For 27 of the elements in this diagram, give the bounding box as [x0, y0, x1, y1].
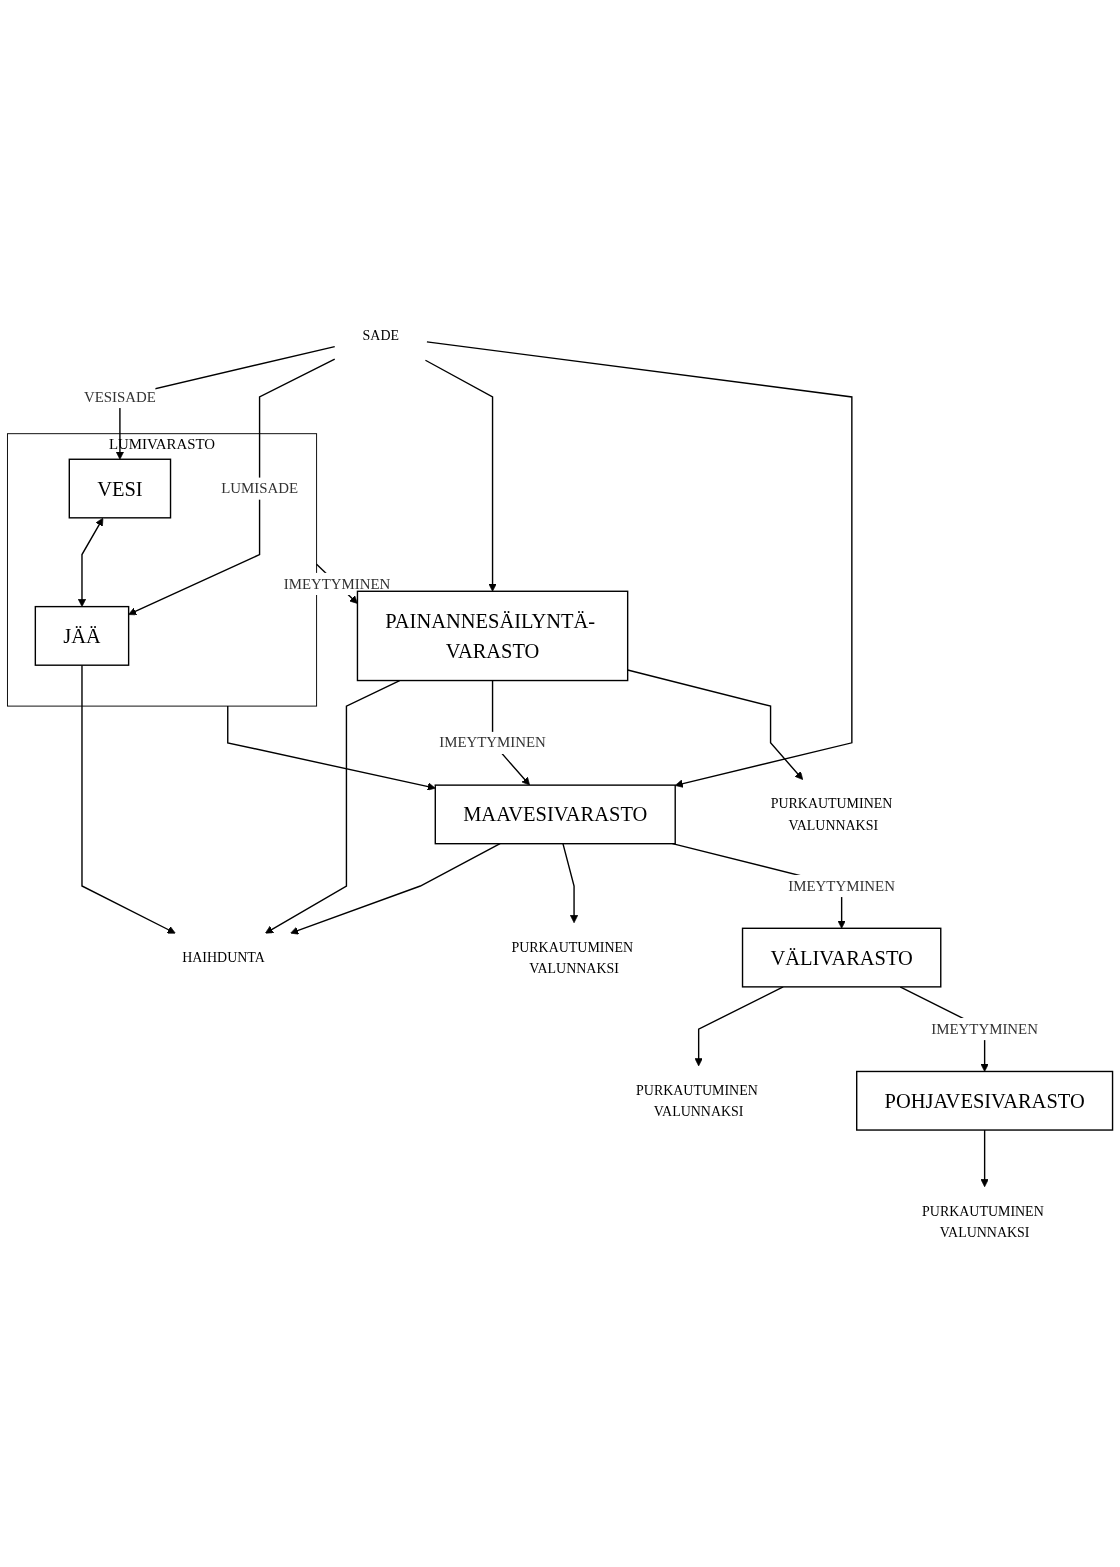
node-text: PURKAUTUMINEN VALUNNAKSI — [636, 1082, 758, 1118]
arrow — [290, 842, 501, 935]
node-box: VESI — [68, 458, 172, 519]
edge-label: IMEYTYMINEN — [931, 1020, 1038, 1037]
arrow — [81, 664, 176, 934]
arrow — [562, 842, 579, 923]
arrow — [265, 679, 401, 934]
arrow — [128, 357, 336, 615]
node-box: PAINANNESÄILYNTÄ- VARASTO — [356, 590, 629, 681]
arrow — [694, 985, 784, 1066]
node-text: HAIHDUNTA — [182, 949, 265, 965]
node-box: VÄLIVARASTO — [741, 927, 942, 988]
node-text: PURKAUTUMINEN VALUNNAKSI — [770, 795, 893, 832]
node-text: SADE — [362, 327, 400, 343]
edge-label: IMEYTYMINEN — [788, 877, 895, 893]
arrow — [980, 1128, 989, 1187]
arrow — [77, 517, 104, 607]
arrow — [424, 359, 497, 592]
node-text: PURKAUTUMINEN VALUNNAKSI — [511, 938, 634, 975]
edge-label: LUMISADE — [221, 479, 298, 496]
edge-label: IMEYTYMINEN — [439, 733, 546, 750]
arrow — [227, 704, 436, 791]
edge-label: VESISADE — [83, 388, 156, 404]
node-box: JÄÄ — [34, 605, 130, 666]
node-box: POHJAVESIVARASTO — [856, 1070, 1114, 1131]
node-text: PURKAUTUMINEN VALUNNAKSI — [922, 1203, 1044, 1239]
node-box: MAAVESIVARASTO — [434, 783, 676, 844]
